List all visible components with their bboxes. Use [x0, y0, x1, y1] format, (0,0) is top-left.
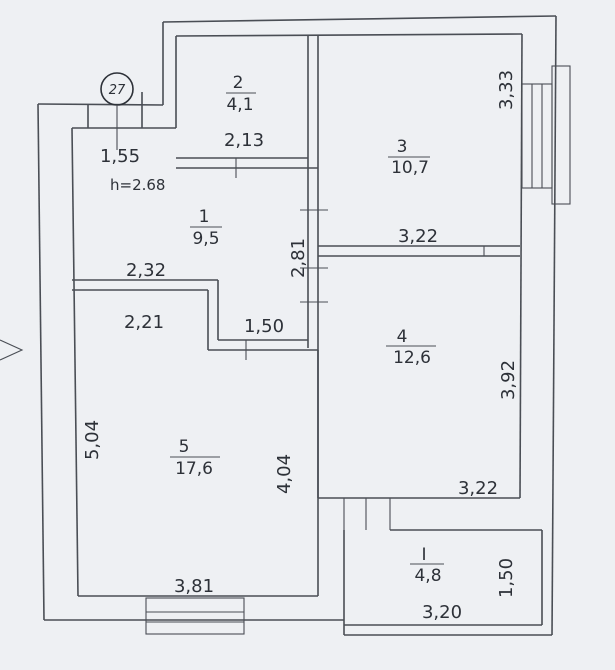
room-1-number: 1	[199, 207, 210, 227]
room-4-area: 12,6	[393, 348, 431, 368]
room-5-label: 5 17,6	[170, 437, 220, 479]
room-1-area: 9,5	[192, 229, 219, 249]
dimension-5-04: 5,04	[82, 420, 103, 460]
dimension-3-92: 3,92	[498, 360, 519, 400]
ceiling-height: h=2.68	[110, 176, 165, 194]
plan-marker: 27	[100, 72, 134, 150]
balcony-label: I 4,8	[410, 545, 444, 586]
outer-walls	[37, 15, 557, 636]
windows	[145, 65, 571, 635]
dimension-labels: 1,55 2,13 3,33 3,22 2,81 2,32 2,21 1,50 …	[82, 70, 519, 623]
room-5-area: 17,6	[175, 459, 213, 479]
edge-mark-icon	[0, 339, 24, 361]
plan-marker-label: 27	[109, 83, 126, 98]
room-5-number: 5	[179, 437, 190, 457]
room-labels: 2 4,1 3 10,7 1 9,5 4 12,6 5 17,6 I 4,8	[170, 73, 444, 586]
dimension-3-22-top: 3,22	[398, 226, 438, 247]
room-2-area: 4,1	[226, 95, 253, 115]
room-4-number: 4	[397, 327, 408, 347]
room-2-label: 2 4,1	[226, 73, 256, 115]
room-4-label: 4 12,6	[386, 327, 436, 368]
dimension-1-50-balcony: 1,50	[496, 558, 517, 598]
room-2-number: 2	[233, 73, 244, 93]
dimension-1-55: 1,55	[100, 146, 140, 167]
room-3-area: 10,7	[391, 158, 429, 178]
dimension-3-81: 3,81	[174, 576, 214, 597]
dimension-2-32: 2,32	[126, 260, 166, 281]
balcony-area: 4,8	[414, 566, 441, 586]
dimension-4-04: 4,04	[274, 454, 295, 494]
dimension-2-13: 2,13	[224, 130, 264, 151]
room-3-label: 3 10,7	[388, 137, 430, 178]
dimension-3-22-bottom: 3,22	[458, 478, 498, 499]
room-3-number: 3	[397, 137, 408, 157]
dimension-3-20: 3,20	[422, 602, 462, 623]
dimension-1-50-mid: 1,50	[244, 316, 284, 337]
balcony-number: I	[421, 545, 426, 565]
dimension-2-81: 2,81	[288, 238, 309, 278]
room-1-label: 1 9,5	[190, 207, 222, 249]
inner-walls	[72, 36, 520, 596]
dimension-3-33: 3,33	[496, 70, 517, 110]
dimension-2-21: 2,21	[124, 312, 164, 333]
